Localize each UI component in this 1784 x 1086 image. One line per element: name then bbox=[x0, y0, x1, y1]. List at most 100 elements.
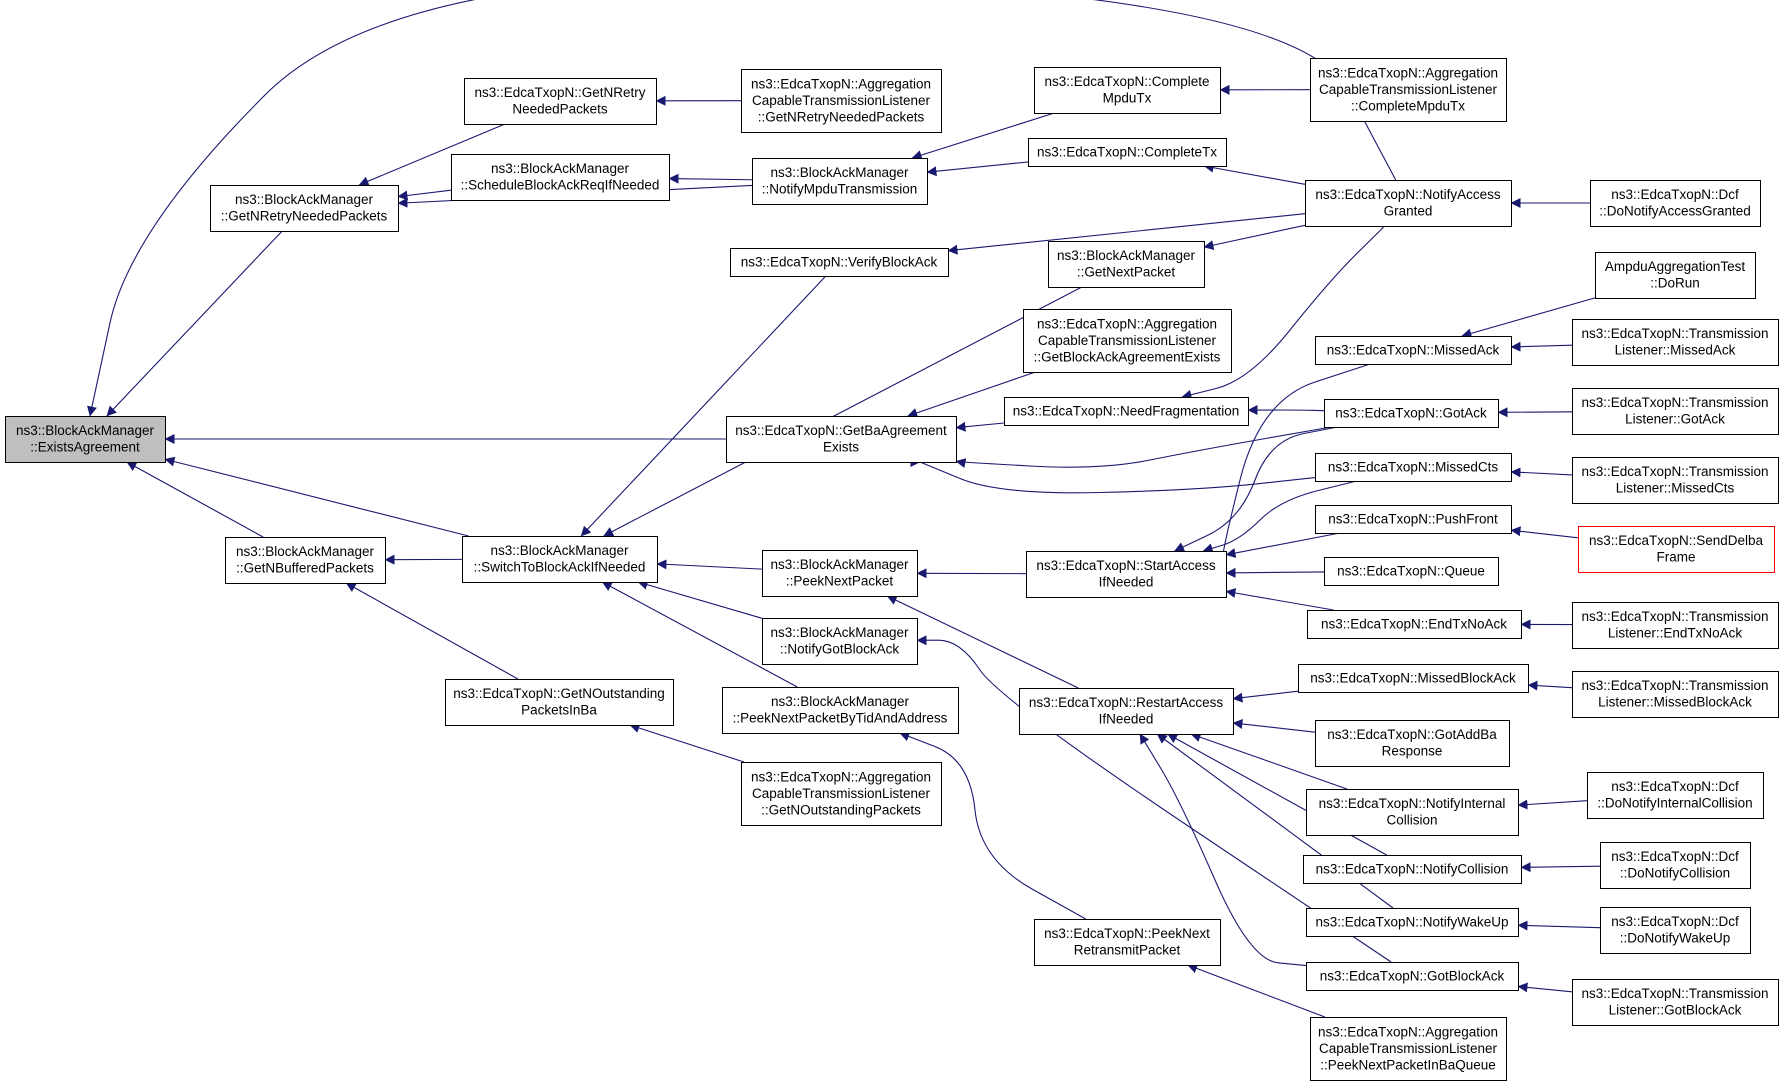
graph-node-n48[interactable]: ns3::EdcaTxopN::Dcf::DoNotifyWakeUp bbox=[1600, 907, 1751, 954]
node-box bbox=[1307, 610, 1522, 639]
graph-node-n8[interactable]: ns3::BlockAckManager::NotifyMpduTransmis… bbox=[752, 158, 928, 205]
node-label-line: ns3::BlockAckManager bbox=[770, 557, 909, 572]
node-box bbox=[1324, 557, 1499, 586]
graph-node-n5[interactable]: ns3::BlockAckManager::SwitchToBlockAckIf… bbox=[462, 536, 658, 583]
node-label-line: ns3::EdcaTxopN::NotifyInternal bbox=[1319, 796, 1506, 811]
node-label-line: CapableTransmissionListener bbox=[1319, 1041, 1498, 1056]
node-box bbox=[1048, 241, 1205, 288]
graph-node-n13[interactable]: ns3::BlockAckManager::PeekNextPacketByTi… bbox=[722, 687, 959, 734]
graph-node-n39[interactable]: AmpduAggregationTest::DoRun bbox=[1595, 252, 1756, 299]
node-label-line: ns3::EdcaTxopN::StartAccess bbox=[1036, 558, 1216, 573]
graph-node-n11[interactable]: ns3::BlockAckManager::PeekNextPacket bbox=[762, 550, 918, 597]
edge-line bbox=[345, 582, 519, 680]
node-label-line: ::CompleteMpduTx bbox=[1351, 98, 1465, 113]
node-label-line: ns3::BlockAckManager bbox=[16, 423, 155, 438]
graph-node-n16[interactable]: ns3::EdcaTxopN::CompleteTx bbox=[1028, 138, 1227, 167]
graph-node-n31[interactable]: ns3::EdcaTxopN::MissedBlockAck bbox=[1298, 664, 1529, 693]
graph-node-n40[interactable]: ns3::EdcaTxopN::TransmissionListener::Mi… bbox=[1572, 319, 1779, 366]
graph-node-n36[interactable]: ns3::EdcaTxopN::GotBlockAck bbox=[1306, 962, 1519, 991]
node-label-line: ns3::EdcaTxopN::Transmission bbox=[1581, 464, 1768, 479]
graph-node-n28[interactable]: ns3::EdcaTxopN::PushFront bbox=[1315, 505, 1512, 534]
node-label-line: CapableTransmissionListener bbox=[1319, 82, 1498, 97]
node-label-line: ns3::EdcaTxopN::Dcf bbox=[1611, 849, 1739, 864]
graph-node-n3[interactable]: ns3::EdcaTxopN::GetNRetryNeededPackets bbox=[464, 78, 657, 125]
edge-line bbox=[1203, 224, 1306, 251]
graph-node-n46[interactable]: ns3::EdcaTxopN::Dcf::DoNotifyInternalCol… bbox=[1587, 772, 1764, 819]
edge-n48-to-n35 bbox=[1517, 920, 1601, 931]
graph-node-n25[interactable]: ns3::EdcaTxopN::MissedAck bbox=[1315, 336, 1512, 365]
node-label-line: ns3::EdcaTxopN::GetNOutstanding bbox=[453, 686, 665, 701]
graph-node-n38[interactable]: ns3::EdcaTxopN::Dcf::DoNotifyAccessGrant… bbox=[1590, 180, 1761, 227]
edge-line bbox=[1461, 297, 1596, 339]
node-label-line: ::NotifyMpduTransmission bbox=[762, 182, 918, 197]
graph-node-n49[interactable]: ns3::EdcaTxopN::TransmissionListener::Go… bbox=[1572, 979, 1779, 1026]
edge-n32-to-n21 bbox=[1232, 719, 1316, 733]
edge-line bbox=[656, 559, 763, 570]
edge-line bbox=[397, 189, 452, 201]
node-label-line: ::DoNotifyCollision bbox=[1620, 866, 1730, 881]
node-box bbox=[1315, 505, 1512, 534]
graph-node-n41[interactable]: ns3::EdcaTxopN::TransmissionListener::Go… bbox=[1572, 388, 1779, 435]
graph-node-n33[interactable]: ns3::EdcaTxopN::NotifyInternalCollision bbox=[1306, 789, 1519, 836]
graph-node-n47[interactable]: ns3::EdcaTxopN::Dcf::DoNotifyCollision bbox=[1600, 842, 1751, 889]
graph-node-n12[interactable]: ns3::BlockAckManager::NotifyGotBlockAck bbox=[762, 618, 918, 665]
node-box bbox=[752, 158, 928, 205]
edge-n16-to-n8 bbox=[926, 161, 1029, 177]
graph-node-n1[interactable]: ns3::BlockAckManager::GetNRetryNeededPac… bbox=[210, 185, 399, 232]
node-label-line: MpduTx bbox=[1103, 91, 1152, 106]
edge-n24-to-n16 bbox=[1203, 162, 1306, 185]
node-label-line: ::DoRun bbox=[1650, 276, 1700, 291]
graph-node-n18[interactable]: ns3::EdcaTxopN::AggregationCapableTransm… bbox=[1023, 309, 1232, 373]
node-label-line: PacketsInBa bbox=[521, 703, 597, 718]
graph-node-n15[interactable]: ns3::EdcaTxopN::CompleteMpduTx bbox=[1034, 67, 1221, 114]
graph-node-n44[interactable]: ns3::EdcaTxopN::TransmissionListener::En… bbox=[1572, 602, 1779, 649]
node-box bbox=[1595, 252, 1756, 299]
node-box bbox=[1306, 789, 1519, 836]
graph-node-n27[interactable]: ns3::EdcaTxopN::MissedCts bbox=[1315, 453, 1512, 482]
graph-node-n26[interactable]: ns3::EdcaTxopN::GotAck bbox=[1324, 399, 1499, 428]
edge-line bbox=[1225, 532, 1341, 558]
graph-node-n0[interactable]: ns3::BlockAckManager::ExistsAgreement bbox=[5, 416, 166, 463]
graph-node-n23[interactable]: ns3::EdcaTxopN::AggregationCapableTransm… bbox=[1310, 58, 1507, 122]
edge-n41-to-n26 bbox=[1497, 407, 1573, 418]
graph-node-n42[interactable]: ns3::EdcaTxopN::TransmissionListener::Mi… bbox=[1572, 457, 1779, 504]
edge-line bbox=[947, 213, 1306, 255]
edge-n13-to-n5 bbox=[601, 581, 798, 688]
graph-node-n37[interactable]: ns3::EdcaTxopN::AggregationCapableTransm… bbox=[1310, 1017, 1507, 1081]
graph-node-n6[interactable]: ns3::EdcaTxopN::GetNOutstandingPacketsIn… bbox=[445, 679, 674, 726]
edge-n40-to-n25 bbox=[1510, 341, 1573, 352]
node-box bbox=[1023, 309, 1232, 373]
graph-node-n35[interactable]: ns3::EdcaTxopN::NotifyWakeUp bbox=[1306, 908, 1519, 937]
edge-n4-to-n1 bbox=[397, 189, 452, 201]
graph-node-n7[interactable]: ns3::EdcaTxopN::AggregationCapableTransm… bbox=[741, 69, 942, 133]
graph-node-n9[interactable]: ns3::EdcaTxopN::VerifyBlockAck bbox=[730, 248, 949, 277]
graph-node-n29[interactable]: ns3::EdcaTxopN::Queue bbox=[1324, 557, 1499, 586]
node-box bbox=[1600, 842, 1751, 889]
graph-node-n14[interactable]: ns3::EdcaTxopN::AggregationCapableTransm… bbox=[741, 762, 942, 826]
node-label-line: ::DoNotifyAccessGranted bbox=[1599, 204, 1751, 219]
node-label-line: ns3::EdcaTxopN::Aggregation bbox=[1037, 316, 1217, 331]
node-box bbox=[1572, 388, 1779, 435]
graph-node-n19[interactable]: ns3::EdcaTxopN::NeedFragmentation bbox=[1004, 397, 1249, 426]
node-label-line: AmpduAggregationTest bbox=[1605, 259, 1746, 274]
node-box bbox=[1315, 720, 1510, 767]
node-label-line: Granted bbox=[1384, 204, 1433, 219]
edge-n25-to-n20 bbox=[1215, 363, 1371, 566]
graph-node-n34[interactable]: ns3::EdcaTxopN::NotifyCollision bbox=[1303, 855, 1522, 884]
graph-node-n17[interactable]: ns3::BlockAckManager::GetNextPacket bbox=[1048, 241, 1205, 288]
graph-node-n2[interactable]: ns3::BlockAckManager::GetNBufferedPacket… bbox=[225, 537, 386, 584]
edge-line bbox=[603, 286, 1083, 537]
graph-node-n30[interactable]: ns3::EdcaTxopN::EndTxNoAck bbox=[1307, 610, 1522, 639]
graph-node-n24[interactable]: ns3::EdcaTxopN::NotifyAccessGranted bbox=[1305, 180, 1512, 227]
graph-node-n4[interactable]: ns3::BlockAckManager::ScheduleBlockAckRe… bbox=[451, 154, 670, 201]
graph-node-n45[interactable]: ns3::EdcaTxopN::TransmissionListener::Mi… bbox=[1572, 671, 1779, 718]
node-box bbox=[1034, 919, 1221, 966]
